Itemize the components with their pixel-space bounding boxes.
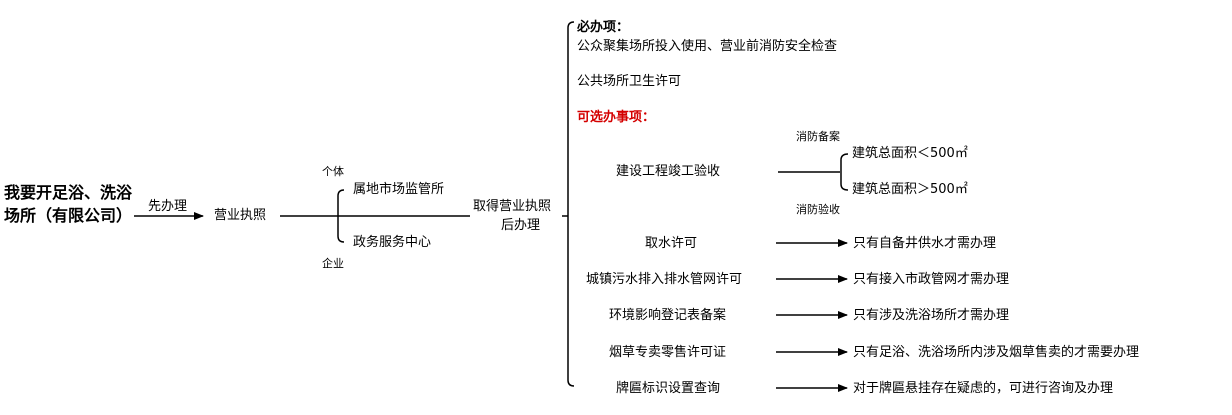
optional-item-label-3: 烟草专卖零售许可证	[609, 345, 727, 360]
optional-item-note-4: 对于牌匾悬挂存在疑虑的，可进行咨询及办理	[853, 381, 1114, 396]
after-license-line1: 取得营业执照	[473, 199, 552, 214]
required-item-1: 公共场所卫生许可	[577, 74, 682, 89]
bracket-fire	[840, 153, 849, 191]
optional-item-label-2: 环境影响登记表备案	[609, 308, 727, 323]
office-individual: 属地市场监管所	[353, 182, 445, 197]
optional-item-note-0: 只有自备井供水才需办理	[853, 236, 997, 251]
license-node: 营业执照	[214, 208, 267, 223]
root-node: 我要开足浴、洗浴场所（有限公司）	[4, 183, 133, 225]
fire-tag-top: 消防备案	[796, 130, 840, 143]
optional-item-note-2: 只有涉及洗浴场所才需办理	[853, 308, 1010, 323]
required-heading: 必办项：	[577, 20, 630, 35]
optional-item-note-3: 只有足浴、洗浴场所内涉及烟草售卖的才需要办理	[853, 345, 1140, 360]
optional-item-label-4: 牌匾标识设置查询	[616, 381, 721, 396]
optional-item-label-0: 取水许可	[645, 236, 698, 251]
fire-cond-small: 建筑总面积＜500㎡	[852, 146, 968, 161]
required-item-0: 公众聚集场所投入使用、营业前消防安全检查	[577, 39, 838, 54]
optional-item-label-1: 城镇污水排入排水管网许可	[586, 272, 743, 287]
fire-cond-large: 建筑总面积＞500㎡	[852, 182, 968, 197]
fire-tag-bottom: 消防验收	[796, 203, 840, 216]
optional-heading: 可选办事项：	[577, 110, 656, 125]
optional-item-note-1: 只有接入市政管网才需办理	[853, 272, 1010, 287]
after-license-line2: 后办理	[501, 218, 541, 233]
office-company: 政务服务中心	[353, 235, 432, 250]
bracket-main	[567, 21, 575, 387]
edge-label-first: 先办理	[148, 199, 188, 214]
tag-company: 企业	[322, 257, 344, 270]
fire-inspection-label: 建设工程竣工验收	[616, 164, 721, 179]
tag-individual: 个体	[322, 165, 344, 178]
